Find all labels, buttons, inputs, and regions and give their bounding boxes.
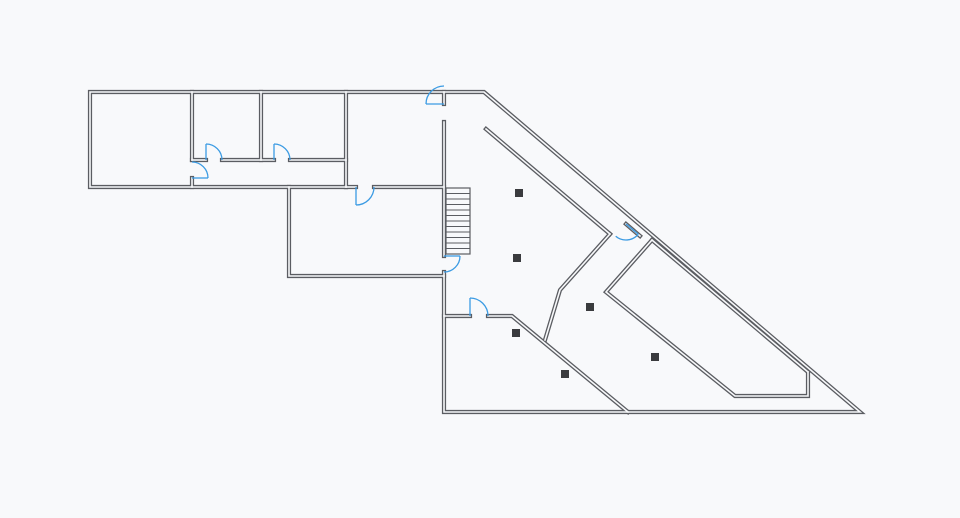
pillar (515, 189, 523, 197)
wall-core (484, 127, 612, 236)
door-swing (355, 186, 375, 206)
pillars (512, 189, 659, 378)
door-leaf (625, 223, 639, 235)
wall-core (544, 232, 612, 341)
pillar (586, 303, 594, 311)
door-swing (191, 161, 209, 179)
wall-segment (87, 89, 866, 415)
door-swing (205, 143, 223, 161)
door-swing (443, 255, 461, 273)
wall-segment (485, 313, 631, 415)
staircase (445, 187, 471, 255)
door-swing (469, 297, 489, 317)
pillar (512, 329, 520, 337)
door-swing (425, 85, 445, 105)
wall-core (89, 91, 863, 413)
walls (87, 89, 866, 415)
pillar (561, 370, 569, 378)
wall-core (604, 238, 809, 397)
door-swing (615, 233, 639, 241)
wall-core (487, 315, 630, 414)
wall-core (650, 238, 810, 374)
doors (191, 85, 639, 317)
pillar (513, 254, 521, 262)
pillar (651, 353, 659, 361)
wall-segment (542, 231, 613, 343)
door-swing (273, 143, 291, 161)
